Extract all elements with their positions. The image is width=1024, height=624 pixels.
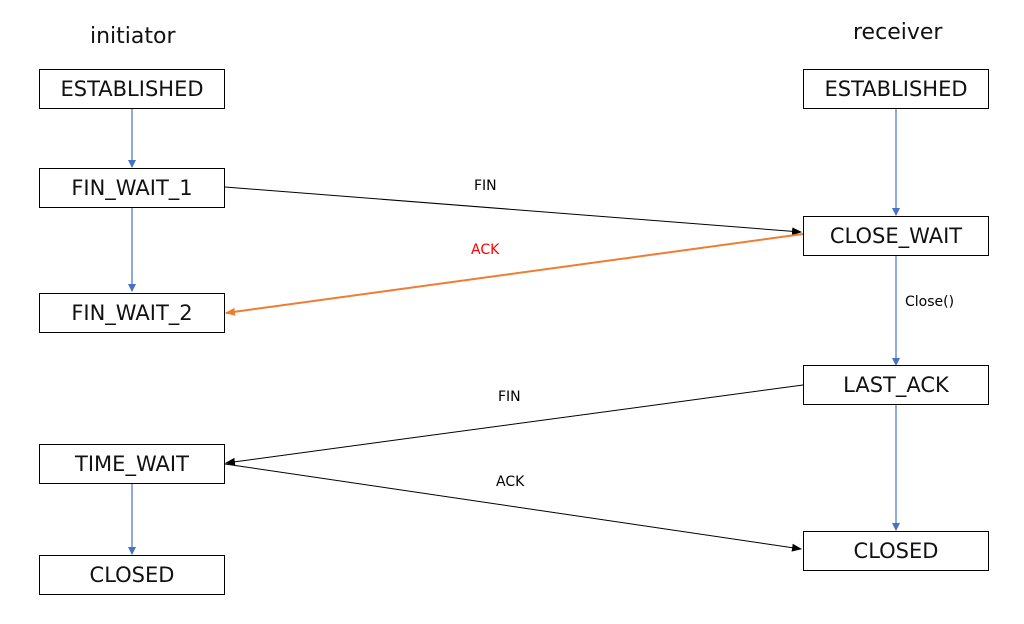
message-fin-2-arrow [225,384,804,466]
receiver-state-closed: CLOSED [803,531,989,571]
initiator-state-fin-wait-1: FIN_WAIT_1 [39,168,225,208]
message-fin-2-label: FIN [498,389,521,405]
message-fin-1-label: FIN [474,178,497,194]
receiver-state-close-wait: CLOSE_WAIT [803,216,989,256]
initiator-state-time-wait: TIME_WAIT [39,444,225,484]
initiator-state-established: ESTABLISHED [39,69,225,109]
message-ack-1-arrow [225,233,804,316]
receiver-state-established: ESTABLISHED [803,69,989,109]
message-ack-2-arrow [224,463,802,552]
initiator-state-closed: CLOSED [39,555,225,595]
message-ack-1-label: ACK [471,242,500,258]
receiver-title: receiver [853,20,943,45]
message-ack-2-label: ACK [496,474,525,490]
initiator-state-fin-wait-2: FIN_WAIT_2 [39,293,225,333]
close-call-label: Close() [905,294,955,310]
initiator-title: initiator [90,24,176,49]
message-fin-1-arrow [224,186,802,236]
receiver-state-last-ack: LAST_ACK [803,365,989,405]
